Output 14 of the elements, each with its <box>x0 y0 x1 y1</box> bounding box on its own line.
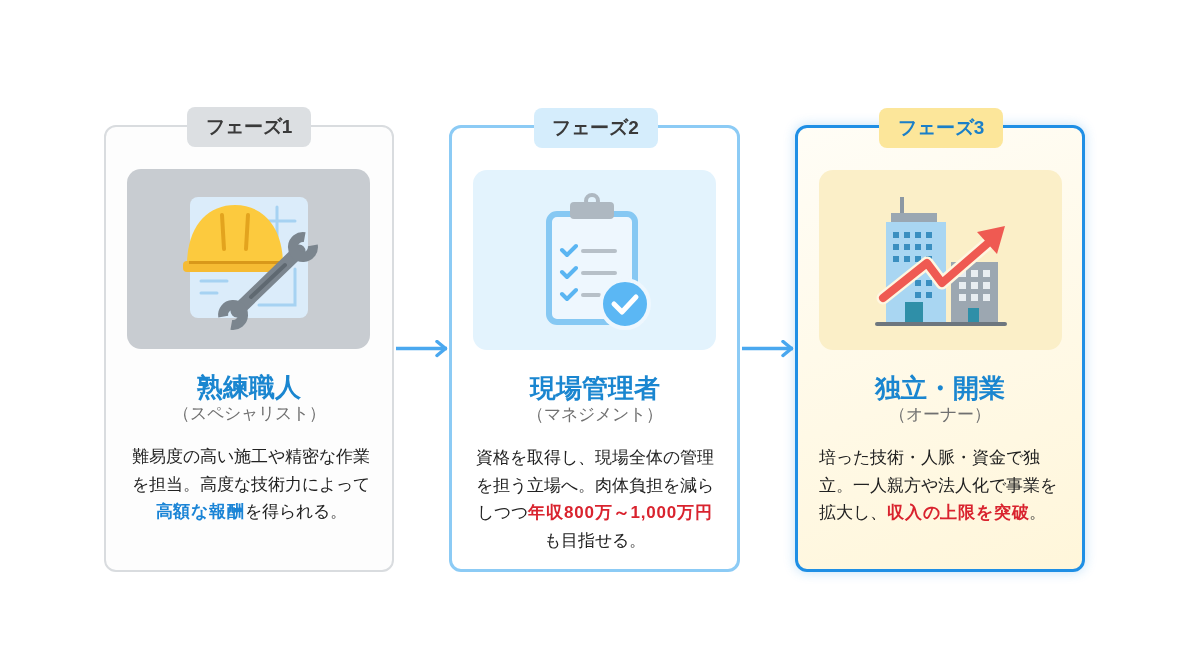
description-text: 難易度の高い施工や精密な作業を担当。高度な技術力によって高額な報酬を得られる。 <box>131 446 371 523</box>
phase-badge: フェーズ3 <box>879 108 1003 148</box>
phase-badge: フェーズ2 <box>533 108 658 148</box>
phase-badge: フェーズ1 <box>187 107 311 147</box>
card-subtitle: （スペシャリスト） <box>171 403 327 425</box>
card-title: 現場管理者 <box>528 372 661 404</box>
card-title: 独立・開業 <box>873 372 1006 404</box>
description-text: 培った技術・人脈・資金で独立。一人親方や法人化で事業を拡大し、収入の上限を突破。 <box>819 447 1058 524</box>
card-subtitle: （マネジメント） <box>525 404 664 426</box>
arrow <box>396 339 448 358</box>
card-title: 熟練職人 <box>196 371 302 403</box>
arrow <box>742 339 794 358</box>
description-text: 資格を取得し、現場全体の管理を担う立場へ。肉体負担を減らしつつ年収800万～1,000万円も目指せる。 <box>475 447 715 552</box>
card-subtitle: （オーナー） <box>888 404 992 426</box>
